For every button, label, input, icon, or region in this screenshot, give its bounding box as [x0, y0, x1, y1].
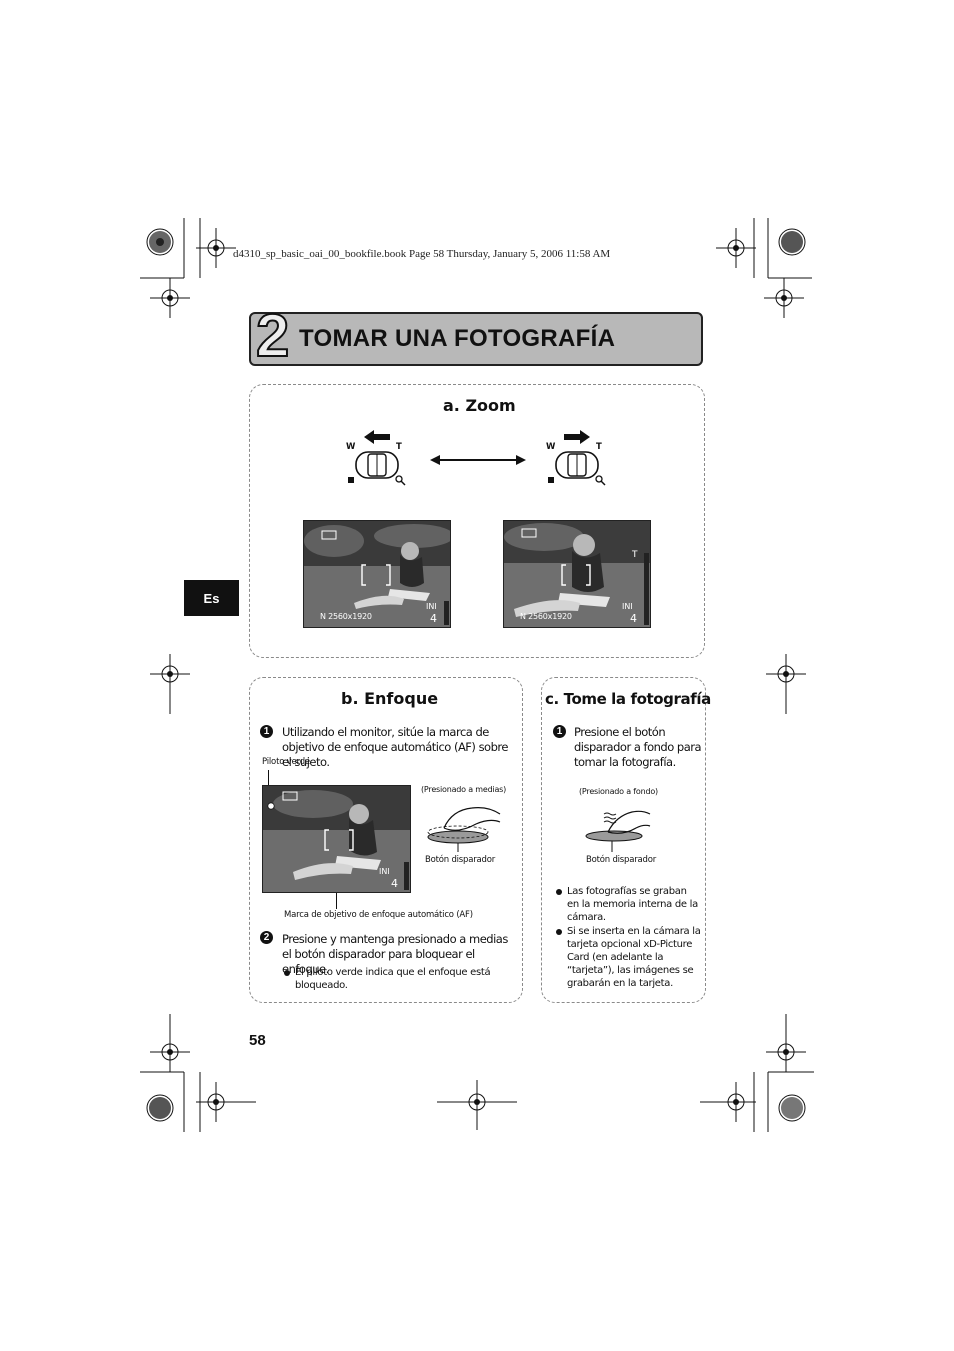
svg-text:4: 4 — [430, 612, 437, 625]
svg-text:T: T — [631, 550, 638, 560]
svg-text:INI: INI — [622, 602, 633, 611]
shutter-label-shoot: Botón disparador — [586, 855, 657, 865]
language-tab: Es — [184, 580, 239, 616]
shoot-step1-text: Presione el botón disparador a fondo par… — [574, 725, 702, 769]
focus-step2-bullet: El piloto verde indica que el enfoque es… — [295, 967, 491, 991]
chapter-number: 2 — [255, 302, 290, 369]
shutter-label-focus: Botón disparador — [425, 855, 496, 865]
svg-text:INI: INI — [426, 602, 437, 611]
shutter-half-press-icon — [424, 804, 508, 858]
page-number: 58 — [249, 1032, 266, 1049]
svg-text:4: 4 — [391, 877, 398, 890]
registration-mark-mid-left — [140, 654, 200, 714]
zoom-t-label-left: T — [396, 442, 402, 452]
zoom-panel — [249, 384, 705, 658]
svg-text:INI: INI — [379, 867, 390, 876]
shoot-bullet2-dot — [556, 929, 562, 935]
svg-text:4: 4 — [630, 612, 637, 625]
shoot-heading: c. Tome la fotografía — [545, 690, 711, 708]
monitor-photo-wide: INI 4 — [303, 520, 451, 628]
focus-step2-text: Presione y mantenga presionado a medias … — [282, 932, 508, 976]
page-title: TOMAR UNA FOTOGRAFÍA — [299, 325, 616, 352]
zoom-lever-tele — [544, 426, 610, 492]
title-banner — [249, 312, 703, 366]
focus-panel — [249, 677, 523, 1003]
zoom-w-label-right: W — [546, 442, 556, 452]
monitor-overlay-tele: N 2560x1920 — [520, 612, 572, 621]
monitor-overlay-wide: N 2560x1920 — [320, 612, 372, 621]
registration-mark-bottom-center — [437, 1080, 517, 1130]
monitor-photo-tele: T INI 4 — [503, 520, 651, 628]
shoot-bullet2: Si se inserta en la cámara la tarjeta op… — [567, 926, 701, 989]
half-press-label: (Presionado a medias) — [421, 785, 507, 794]
shoot-bullet1-dot — [556, 889, 562, 895]
registration-mark-top-right — [700, 218, 820, 338]
registration-mark-top-left — [134, 218, 254, 338]
focus-heading: b. Enfoque — [341, 689, 439, 708]
monitor-photo-focus: INI 4 — [262, 785, 411, 893]
zoom-heading: a. Zoom — [443, 396, 516, 415]
zoom-w-label-left: W — [346, 442, 356, 452]
zoom-lever-wide — [344, 426, 410, 492]
focus-bullet-dot — [284, 970, 290, 976]
registration-mark-bottom-right — [696, 1014, 820, 1134]
file-header-line: d4310_sp_basic_oai_00_bookfile.book Page… — [233, 248, 611, 260]
shutter-full-press-icon — [584, 806, 654, 858]
registration-mark-mid-right — [756, 654, 816, 714]
shoot-panel — [541, 677, 706, 1003]
double-arrow-icon — [430, 452, 526, 472]
zoom-t-label-right: T — [596, 442, 602, 452]
green-lamp-label: Piloto verde — [262, 757, 310, 767]
shoot-step1-number: 1 — [553, 725, 566, 738]
focus-step2-number: 2 — [260, 931, 273, 944]
focus-step1-number: 1 — [260, 725, 273, 738]
shoot-bullet1: Las fotografías se graban en la memoria … — [567, 886, 698, 923]
full-press-label: (Presionado a fondo) — [579, 787, 658, 796]
registration-mark-bottom-left — [134, 1014, 264, 1134]
af-mark-label: Marca de objetivo de enfoque automático … — [284, 910, 473, 920]
af-mark-leader — [336, 893, 337, 909]
focus-step1-text: Utilizando el monitor, sitúe la marca de… — [282, 725, 508, 769]
